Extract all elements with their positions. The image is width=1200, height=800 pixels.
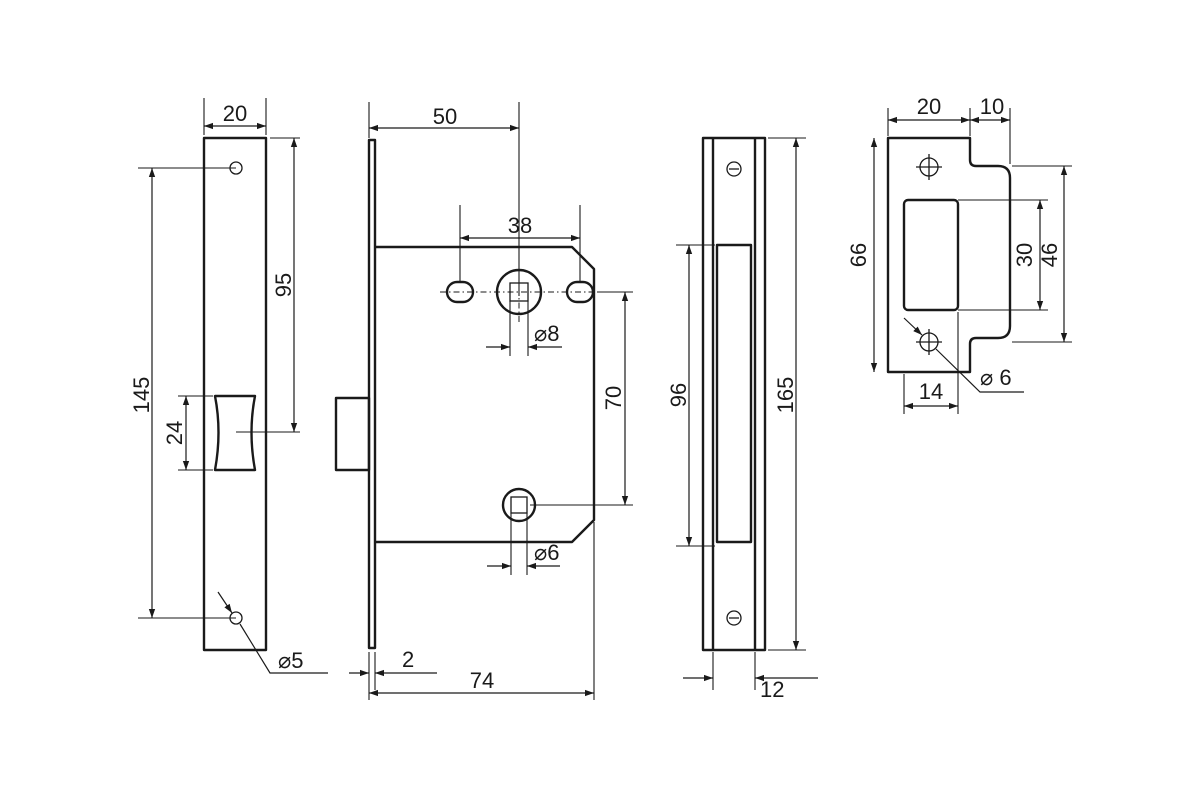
dim-plate-offset: 12 [760,677,784,702]
lock-case [376,245,596,544]
dim-slot-length: 96 [666,383,691,407]
dim-front-holes-span: 145 [129,377,154,414]
bolt-slot [715,243,753,544]
dim-strike-hole-dia: ⌀ 6 [980,365,1012,390]
dim-backset: 50 [433,104,457,129]
dim-strike-opening: 30 [1012,243,1037,267]
dim-strike-pitch: 46 [1037,243,1062,267]
faceplate-edge [367,138,377,650]
strike-plate-view: 20 10 66 30 46 14 ⌀ 6 [846,94,1072,414]
dim-front-hole-dia: ⌀5 [278,648,303,673]
dim-front-width: 20 [223,101,247,126]
front-plate-view: 20 145 95 24 ⌀5 [129,98,328,674]
face-plate-view: 96 165 12 [666,136,818,702]
dim-center-distance: 70 [601,386,626,410]
latch-bolt [213,394,257,472]
dim-latch-height: 24 [162,421,187,445]
dim-plate-height: 165 [773,377,798,414]
dim-strike-lip: 10 [980,94,1004,119]
lock-body-view: 50 38 ⌀8 70 ⌀6 2 74 [334,102,633,700]
dim-strike-hole-offset: 14 [919,379,943,404]
dim-strike-width: 20 [917,94,941,119]
dim-case-depth: 74 [470,668,494,693]
dim-spindle-dia: ⌀8 [534,321,559,346]
strike-plate [886,136,1012,374]
dim-front-upper-to-latch: 95 [271,273,296,297]
face-plate-lower-screw [726,610,742,626]
latch-profile [334,396,371,472]
cylinder-square [510,496,528,514]
strike-opening [902,198,960,312]
dim-cylinder-dia: ⌀6 [534,540,559,565]
dim-spindle-spacing: 38 [508,213,532,238]
dim-strike-height: 66 [846,243,871,267]
front-plate [202,136,268,652]
face-plate-outer [701,136,767,652]
dim-faceplate-thickness: 2 [402,647,414,672]
face-plate-upper-screw [726,161,742,177]
